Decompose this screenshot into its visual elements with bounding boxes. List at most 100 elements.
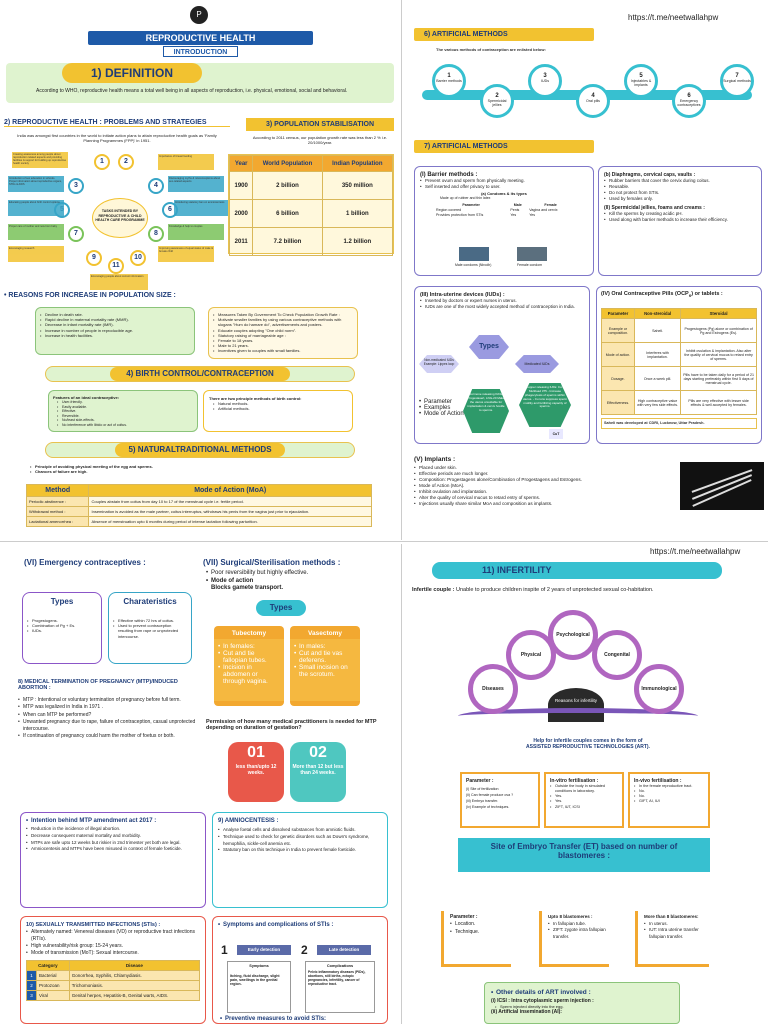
table-header: Category [26,960,70,971]
invitro-item: Outside the body in simulated conditions… [550,784,618,794]
sti-box: 10) SEXUALLY TRANSMITTED INFECTIONS (STI… [20,916,206,1024]
art-method-label: IUDs [541,79,549,83]
emergency-type-item: Combination of Pg + Es. [27,623,97,628]
table-cell: Withdrawal method : [25,506,90,517]
mtp-item: MTP : Intentional or voluntary terminati… [18,697,198,705]
amnio-item: Analyse foetal cells and dissolved subst… [218,827,382,834]
section3-text: According to 2011 census, our population… [252,135,388,146]
permission-title: Permission of how many medical practitio… [206,719,377,731]
barrier-item: Self inserted and offer privacy to user. [420,184,588,190]
table-header: Indian Population [321,155,394,172]
table-cell: 7.2 billion [252,227,323,256]
infertility-reason-node: Psychological [548,610,598,660]
symptoms-card: Symptoms Itching, fluid discharge, sligh… [227,961,291,1013]
sti-title: 10) SEXUALLY TRANSMITTED INFECTIONS (STI… [26,922,161,928]
more8-item: In uterus. [644,921,706,928]
barrier-item: Prevent ovum and sperm from physically m… [420,178,588,184]
et-param-box: Parameter : Location.Technique. [444,908,514,964]
definition-text: According to WHO, reproductive health me… [36,88,348,94]
table-row: Lactational amenorrhea :Absence of menst… [25,516,372,527]
intro-label: INTRODUCTION [163,46,238,57]
measures-box: Measures Taken By Government To Check Po… [208,307,358,359]
one-practitioner-number: 01 [247,744,265,761]
s5-point: Principle of avoiding physical meeting o… [30,464,330,469]
section4-title: 4) BIRTH CONTROL/CONTRACEPTION [110,367,290,381]
task-mindmap: TASKS INTENDED BY REPRODUCTIVE & CHILD H… [8,150,232,290]
vii-item: Poor reversibility but highly effective. [206,569,386,577]
table-header: World Population [252,155,323,172]
mtp-item: Unwanted pregnancy due to rape, failure … [18,719,198,734]
table-header: Year [228,155,254,172]
diaphragm-item: Reusable. [604,184,756,190]
diaphragm-item: Do not protect from STIs. [604,190,756,196]
telegram-url-2[interactable]: https://t.me/neetwallahpw [650,547,741,556]
invitro-item: ZIFT, IUT, ICSI [550,805,618,810]
mindmap-task: Proper care of mother and new born baby [8,224,64,240]
table-cell: Absence of menstruation upto 6 months du… [88,516,372,527]
invivo-box: In-vivo fertilisation : In the female re… [628,772,710,828]
measure-item: Educate couples adopting "One child norm… [213,328,353,333]
ideal-item: No/least side-effects. [57,418,193,423]
emergency-char-box: Charateristics Effective within 72 hrs o… [108,592,192,664]
art-method-number: 7 [735,73,739,79]
male-condom-image [459,247,489,261]
table-row: Periodic abstinence :Couples abstain fro… [25,496,372,507]
tubectomy-item: Incision in abdomen or through vagina. [218,664,280,685]
vasectomy-item: Cut and tie vas deferens. [294,650,356,664]
other-art-box: Other details of ART involved : (i) ICSI… [484,982,680,1024]
art-method-number: 2 [495,93,499,99]
vasectomy-box: Vasectomy In males:Cut and tie vas defer… [290,626,360,706]
table-cell: 2000 [228,199,254,228]
emergency-types-box: Types Progestogens.Combination of Pg + E… [22,592,102,664]
art-method-label: Emergency contraceptives [677,99,701,107]
vasectomy-item: In males: [294,643,356,650]
mindmap-node: 1 [94,154,110,170]
symptoms-title: Symptoms and complications of STIs : [218,922,382,928]
table-cell: Progestogens (Pg) alone or combination o… [680,318,757,344]
art-method-label: Surgical methods [723,79,751,83]
implant-item: Injections usually share similar MoA and… [414,501,674,507]
table-cell: Interferes with implantation. [633,342,682,368]
table-header: Male [508,202,528,208]
one-practitioner-box: 01 less than/upto 12 weeks. [228,742,284,802]
spermicidal-title: (II) Spermicidal jellies, foams and crea… [604,205,705,212]
reasons-title: • REASONS FOR INCREASE IN POPULATION SIZ… [4,292,176,299]
invivo-item: No. [634,794,704,799]
invivo-item: GIFT, AI, IUI [634,799,704,804]
reason-item: Decline in death rate. [40,312,190,317]
reason-item: Decrease in infant mortality rate (IMR). [40,322,190,327]
implants-title: (V) Implants : [414,456,456,463]
section5-title: 5) NATURALTRADITIONAL METHODS [115,443,285,457]
param-box: Parameter : (i) Site of fertilization(ii… [460,772,540,828]
iud-item: Inserted by doctors or expert nurses in … [420,298,584,304]
table-cell: Once a week pill. [633,366,682,392]
vii-moa: Mode of action [206,577,386,585]
pw-logo: P [190,6,208,24]
art-method-label: Spermicidal jellies [487,99,507,107]
ideal-item: Easily available. [57,405,193,410]
invitro-item: Yes. [550,794,618,799]
vi-title: (VI) Emergency contraceptives : [24,558,146,567]
param-item: (ii) Can female produce ova ? [466,793,514,798]
telegram-url[interactable]: https://t.me/neetwallahpw [628,13,719,22]
art-method-number: 6 [687,93,691,99]
table-cell: Genital herpes, Hepatitis-B, Genital war… [68,990,201,1001]
mindmap-task: Educating people about birth control opt… [8,200,64,216]
invitro-item: Yes. [550,799,618,804]
quadrant-emergency-contraceptives: (VI) Emergency contraceptives : Types Pr… [0,544,400,1024]
table-cell: Pills are very effective with lesser sid… [680,390,757,416]
mtp-item: MTP was legalized in India in 1971 . [18,704,198,712]
